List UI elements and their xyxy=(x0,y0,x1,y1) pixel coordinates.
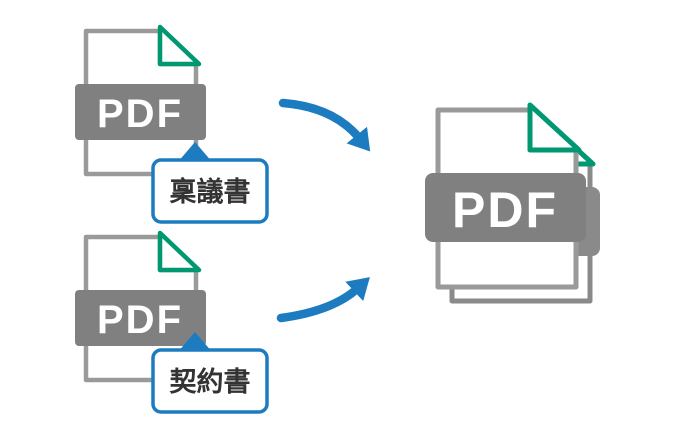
tag-label: 稟議書 xyxy=(170,176,251,207)
tag-label: 契約書 xyxy=(170,366,251,397)
tag-pointer-icon xyxy=(177,332,213,353)
pdf-banner xyxy=(75,290,206,346)
pdf-banner-label: PDF xyxy=(452,182,558,238)
front-page-layer: PDF xyxy=(425,102,586,290)
tag-pointer-icon xyxy=(177,142,213,163)
source-pdf-tag-2: 契約書 xyxy=(151,332,269,414)
source-pdf-icon-1: PDF xyxy=(75,24,206,177)
source-pdf-icon-2: PDF xyxy=(75,230,206,383)
arrow-bottom-icon xyxy=(276,277,370,323)
tag-box xyxy=(151,348,269,414)
pdf-banner xyxy=(75,84,206,140)
folded-corner-icon xyxy=(157,230,202,273)
tag-box xyxy=(151,158,269,224)
folded-corner-icon xyxy=(157,24,202,67)
source-pdf-tag-1: 稟議書 xyxy=(151,142,269,224)
merged-pdf-icon: PDF xyxy=(425,102,600,304)
folded-corner-icon xyxy=(527,102,582,153)
pdf-banner xyxy=(425,173,586,242)
pdf-banner-label: PDF xyxy=(97,298,183,342)
pdf-banner-label: PDF xyxy=(97,92,183,136)
arrow-top-icon xyxy=(278,98,371,152)
